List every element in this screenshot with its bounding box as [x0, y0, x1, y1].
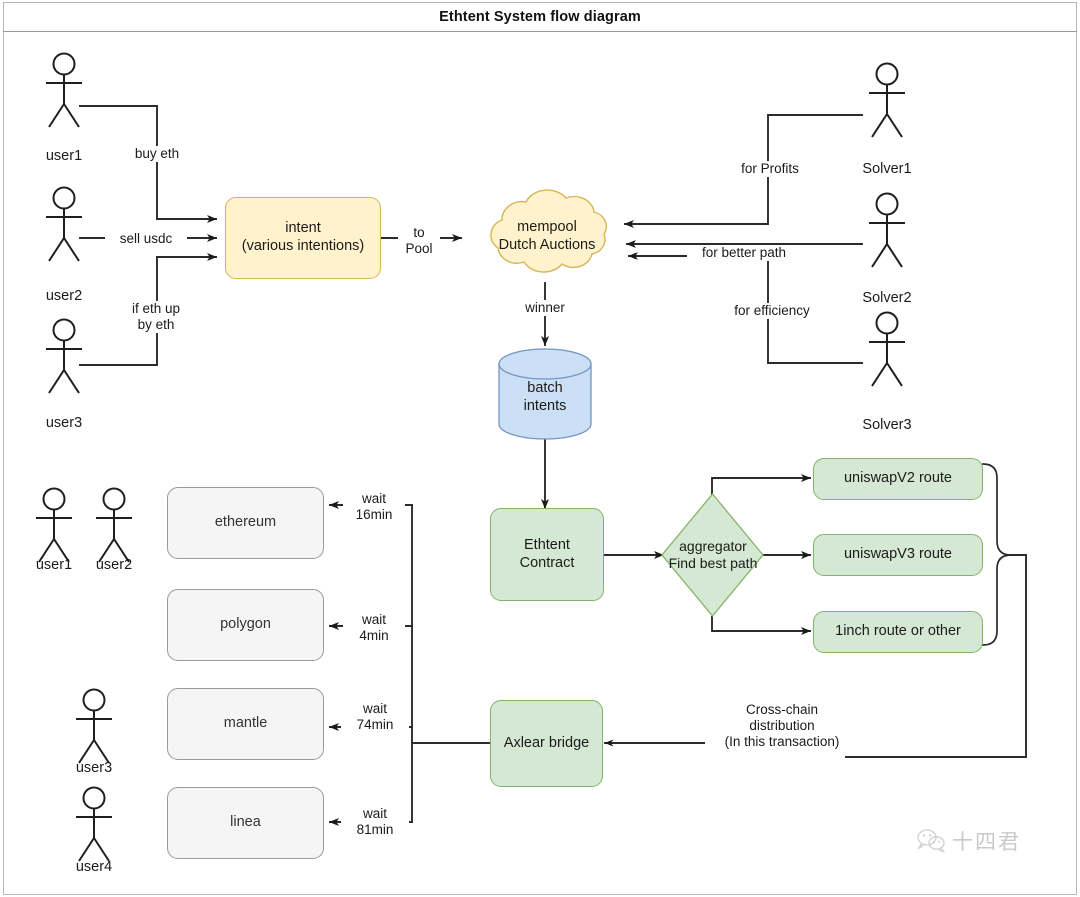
stick-figure-icon	[36, 487, 72, 563]
edge-label-for-better-path: for better path	[687, 245, 801, 262]
actor-label-user3-bottom: user3	[75, 760, 113, 776]
edge-label-for-efficiency: for efficiency	[719, 303, 825, 320]
actor-user4-bottom	[66, 786, 122, 864]
actor-label-user3-top: user3	[45, 415, 83, 431]
actor-user1-bottom	[26, 487, 82, 565]
actor-label-solver3: Solver3	[862, 417, 912, 433]
node-aggregator-label: aggregator Find best path	[668, 537, 758, 571]
node-intent[interactable]: intent (various intentions)	[225, 197, 381, 279]
actor-label-user2-top: user2	[45, 288, 83, 304]
node-chain-ethereum[interactable]: ethereum	[167, 487, 324, 559]
actor-user3-top	[36, 318, 92, 396]
stick-figure-icon	[869, 192, 905, 268]
stick-figure-icon	[869, 311, 905, 387]
edge-label-if-eth-up: if eth up by eth	[116, 301, 196, 334]
actor-solver2	[859, 192, 915, 270]
actor-label-solver1: Solver1	[862, 161, 912, 177]
edge-label-wait-linea: wait 81min	[341, 806, 409, 839]
edge-label-for-profits: for Profits	[727, 161, 813, 178]
actor-label-solver2: Solver2	[862, 290, 912, 306]
node-route-uniswapv3[interactable]: uniswapV3 route	[813, 534, 983, 576]
edge-label-cross-chain: Cross-chain distribution (In this transa…	[705, 702, 859, 751]
node-chain-linea[interactable]: linea	[167, 787, 324, 859]
edge-label-wait-polygon: wait 4min	[343, 612, 405, 645]
node-chain-polygon[interactable]: polygon	[167, 589, 324, 661]
edge-label-to-pool: to Pool	[398, 225, 440, 258]
actor-user2-top	[36, 186, 92, 264]
node-aggregator-diamond[interactable]	[660, 492, 765, 618]
edge-label-wait-ethereum: wait 16min	[343, 491, 405, 524]
node-route-oneinch[interactable]: 1inch route or other	[813, 611, 983, 653]
edge-label-sell-usdc: sell usdc	[105, 231, 187, 248]
node-route-uniswapv2[interactable]: uniswapV2 route	[813, 458, 983, 500]
stick-figure-icon	[46, 52, 82, 128]
watermark: 十四君	[916, 826, 1021, 856]
page-title: Ethtent System flow diagram	[439, 8, 641, 25]
actor-user3-bottom	[66, 688, 122, 766]
watermark-text: 十四君	[952, 830, 1021, 854]
node-batch-intents[interactable]	[497, 348, 593, 440]
diagram-frame	[3, 2, 1077, 895]
node-ethtent-contract[interactable]: Ethtent Contract	[490, 508, 604, 601]
node-batch-label: batch intents	[523, 380, 567, 414]
title-bar: Ethtent System flow diagram	[3, 2, 1077, 32]
edge-label-winner: winner	[515, 300, 575, 317]
node-chain-mantle[interactable]: mantle	[167, 688, 324, 760]
stick-figure-icon	[869, 62, 905, 138]
actor-label-user1-top: user1	[45, 148, 83, 164]
actor-user1-top	[36, 52, 92, 130]
node-mempool-cloud[interactable]	[464, 186, 630, 290]
edge-label-wait-mantle: wait 74min	[341, 701, 409, 734]
stick-figure-icon	[46, 318, 82, 394]
actor-user2-bottom	[86, 487, 142, 565]
stick-figure-icon	[76, 688, 112, 764]
actor-label-user1-bottom: user1	[35, 557, 73, 573]
wechat-icon	[917, 829, 946, 853]
node-mempool-label: mempool Dutch Auctions	[498, 219, 596, 253]
stick-figure-icon	[46, 186, 82, 262]
stick-figure-icon	[76, 786, 112, 862]
actor-solver1	[859, 62, 915, 140]
actor-label-user4-bottom: user4	[75, 859, 113, 875]
actor-solver3	[859, 311, 915, 389]
stick-figure-icon	[96, 487, 132, 563]
node-axlear-bridge[interactable]: Axlear bridge	[490, 700, 603, 787]
actor-label-user2-bottom: user2	[95, 557, 133, 573]
edge-label-buy-eth: buy eth	[118, 146, 196, 163]
